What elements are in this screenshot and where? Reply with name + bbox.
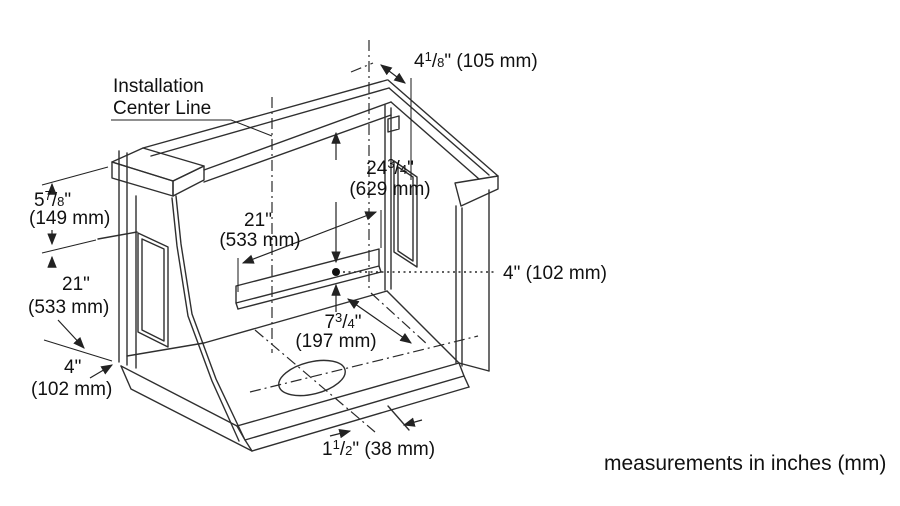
dim-ledge-height-inches: 57/8" (34, 188, 71, 211)
dim-wall-height-inches: 21" (62, 274, 90, 295)
dim-front-gap-label: 11/2" (38 mm) (322, 437, 435, 460)
dim-floor-depth-inches: 73/4" (324, 310, 361, 333)
back-wall-slot (235, 248, 382, 310)
center-line-callout: Installation Center Line (111, 76, 273, 137)
junction-center-line (370, 292, 429, 346)
units-note: measurements in inches (mm) (604, 452, 886, 475)
left-panel (97, 150, 138, 369)
dim-floor-depth: 73/4" (197 mm) (295, 298, 412, 352)
dim-back-height-mm: (629 mm) (349, 179, 430, 200)
cabinet-alcove (97, 79, 499, 452)
dim-slot-width: 21" (533 mm) (219, 210, 382, 292)
dim-ledge-height: 57/8" (149 mm) (29, 166, 110, 254)
dim-outlet-offset-label: 4" (102 mm) (503, 263, 607, 284)
dim-top-offset-label: 41/8" (105 mm) (414, 49, 538, 72)
right-wall-post (455, 189, 490, 372)
dim-wall-height: 21" (533 mm) (28, 255, 113, 362)
panel-scribe-strip (171, 195, 245, 442)
floor-conduit-hole (278, 359, 346, 397)
dim-outlet-offset: 4" (102 mm) (332, 263, 607, 284)
right-wall-recess (393, 160, 418, 268)
rail-notch (387, 115, 400, 133)
dim-base-height: 4" (102 mm) (31, 357, 114, 400)
left-wall-recess (137, 232, 169, 348)
dim-wall-height-mm: (533 mm) (28, 297, 109, 318)
dim-top-offset: 41/8" (105 mm) (380, 49, 538, 180)
top-rail (142, 79, 392, 183)
dim-base-height-mm: (102 mm) (31, 379, 112, 400)
dim-ledge-height-mm: (149 mm) (29, 208, 110, 229)
floor-center-line-front (254, 329, 376, 433)
top-rail-left-ledge (111, 147, 205, 197)
dim-slot-width-inches: 21" (244, 210, 272, 231)
dim-front-gap: 11/2" (38 mm) (322, 405, 435, 460)
dim-back-height-inches: 243/4" (366, 156, 414, 179)
dim-slot-width-mm: (533 mm) (219, 230, 300, 251)
floor-center-line-cross (249, 335, 479, 393)
back-wall-corner-edge (384, 104, 392, 291)
top-rail-right-return (387, 79, 499, 207)
center-line-tick (350, 62, 374, 73)
floor-and-base (120, 290, 490, 452)
dim-floor-depth-mm: (197 mm) (295, 331, 376, 352)
dim-base-height-inches: 4" (64, 357, 81, 378)
center-line-label-2: Center Line (113, 98, 211, 119)
outlet-point (332, 268, 340, 276)
center-line-label-1: Installation (113, 76, 204, 97)
